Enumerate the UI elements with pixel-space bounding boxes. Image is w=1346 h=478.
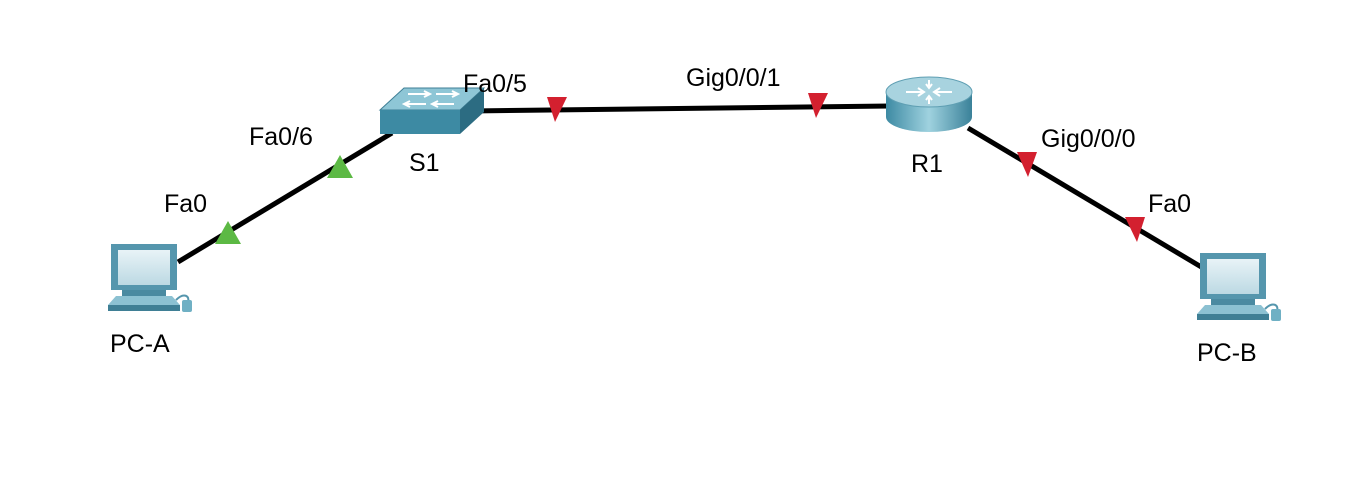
switch-icon[interactable]	[378, 87, 486, 134]
device-label-s1: S1	[409, 149, 440, 177]
link-down-marker-s1-fa0-5	[547, 97, 567, 122]
device-label-pc-a: PC-A	[110, 330, 170, 358]
pc-icon[interactable]	[108, 244, 192, 312]
link-down-marker-pcb-fa0	[1125, 217, 1145, 242]
cable-s1-r1[interactable]	[469, 103, 891, 114]
port-label-s1-fa0-6: Fa0/6	[249, 123, 313, 151]
link-down-marker-r1-gig0-0-1	[808, 93, 828, 118]
link-down-marker-r1-gig0-0-0	[1017, 152, 1037, 177]
link-up-marker-s1-fa0-6	[327, 155, 353, 178]
link-up-marker-pca-fa0	[215, 221, 241, 244]
cable-pca-s1[interactable]	[176, 130, 394, 265]
port-label-pcb-fa0: Fa0	[1148, 190, 1192, 218]
pc-icon[interactable]	[1197, 253, 1281, 321]
port-label-pca-fa0: Fa0	[164, 190, 208, 218]
device-label-r1: R1	[911, 150, 943, 178]
router-icon[interactable]	[885, 76, 973, 132]
cable-r1-pcb[interactable]	[966, 125, 1205, 271]
device-label-pc-b: PC-B	[1197, 339, 1257, 367]
port-label-s1-fa0-5: Fa0/5	[463, 70, 527, 98]
port-label-r1-gig0-0-0: Gig0/0/0	[1041, 125, 1136, 153]
port-label-r1-gig0-0-1: Gig0/0/1	[686, 64, 781, 92]
